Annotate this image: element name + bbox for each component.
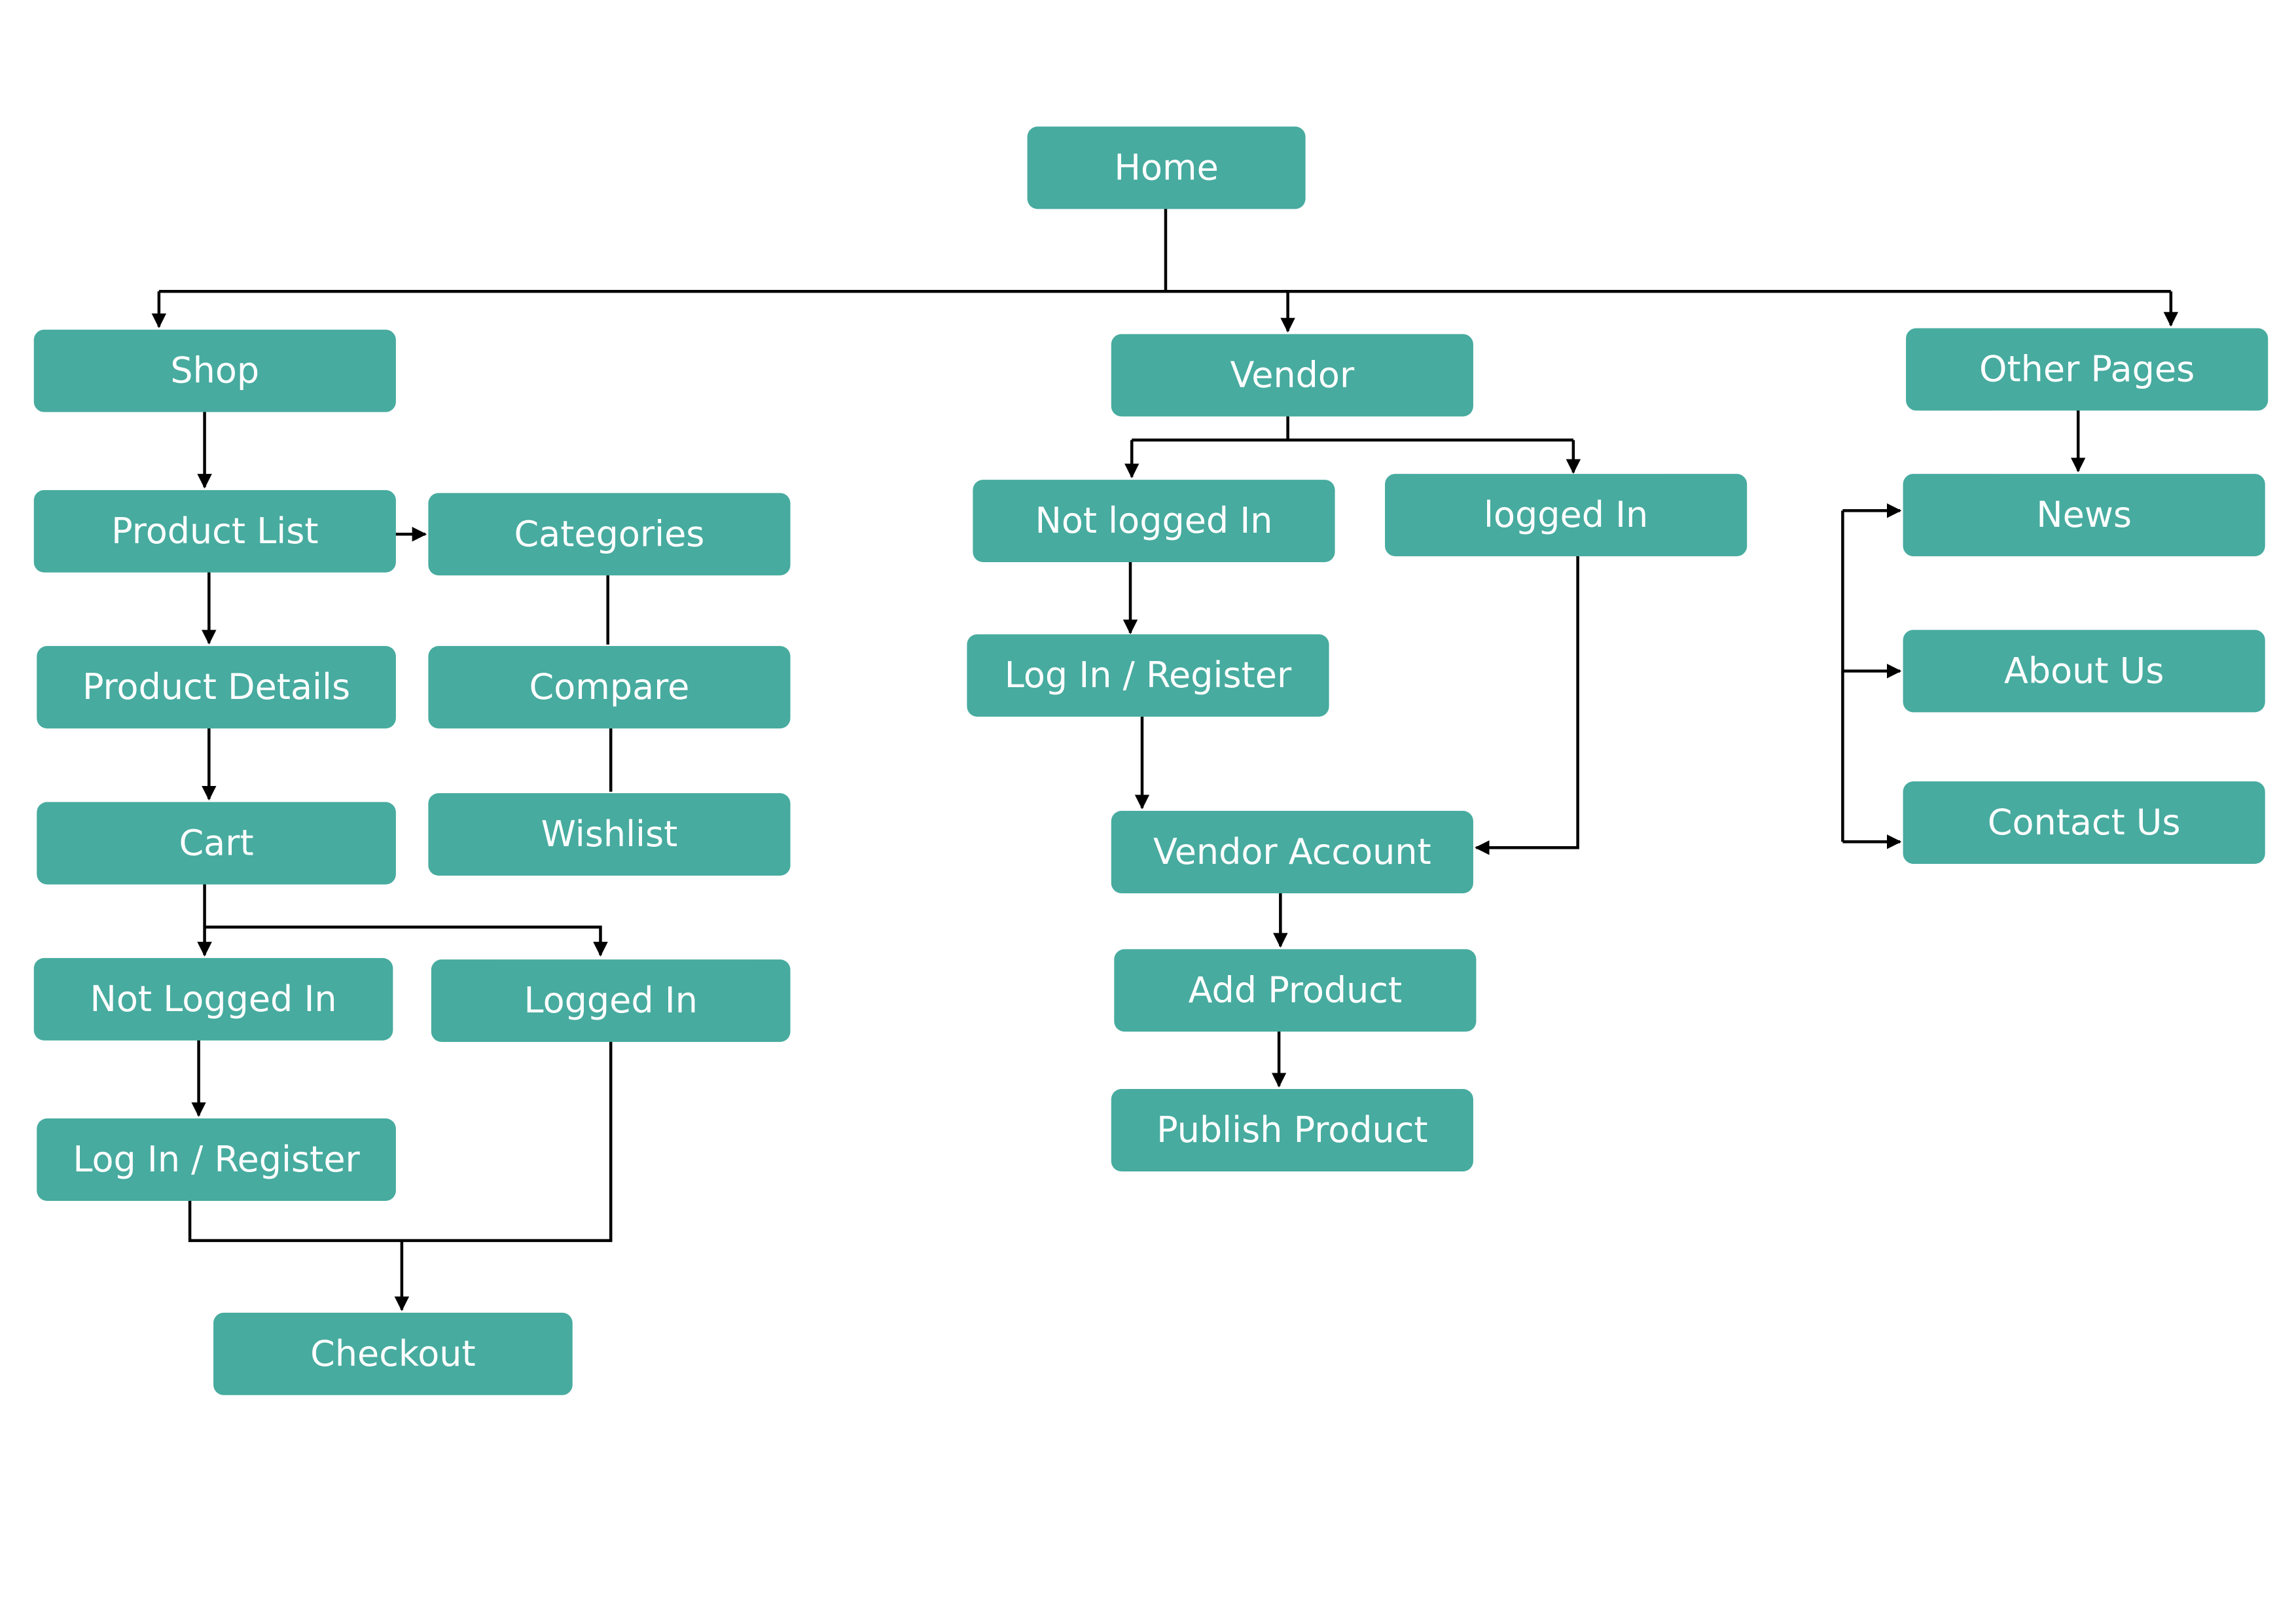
- node-about-us: About Us: [1903, 630, 2265, 713]
- node-news: News: [1903, 474, 2265, 557]
- node-vendor-not-logged-in: Not logged In: [973, 480, 1335, 563]
- node-shop: Shop: [33, 329, 396, 412]
- node-checkout: Checkout: [213, 1312, 573, 1395]
- connector-cart-loggedin: [204, 925, 608, 957]
- node-home: Home: [1027, 126, 1306, 209]
- node-wishlist: Wishlist: [428, 793, 791, 876]
- node-vendor: Vendor: [1111, 334, 1473, 417]
- node-shop-logged-in: Logged In: [431, 959, 791, 1043]
- node-shop-not-logged-in: Not Logged In: [33, 957, 393, 1041]
- node-add-product: Add Product: [1114, 949, 1477, 1032]
- node-cart: Cart: [37, 802, 396, 885]
- connector-vendor-loggedin-account: [1475, 554, 1579, 855]
- node-compare: Compare: [428, 646, 791, 729]
- node-product-list: Product List: [33, 490, 396, 573]
- node-product-details: Product Details: [37, 646, 396, 729]
- node-contact-us: Contact Us: [1903, 781, 2265, 864]
- node-shop-login-register: Log In / Register: [37, 1118, 396, 1201]
- node-categories: Categories: [428, 493, 791, 576]
- node-vendor-account: Vendor Account: [1111, 811, 1473, 893]
- node-publish-product: Publish Product: [1111, 1089, 1473, 1171]
- node-vendor-login-register: Log In / Register: [967, 634, 1329, 717]
- node-other-pages: Other Pages: [1906, 328, 2269, 411]
- node-vendor-logged-in: logged In: [1385, 474, 1748, 557]
